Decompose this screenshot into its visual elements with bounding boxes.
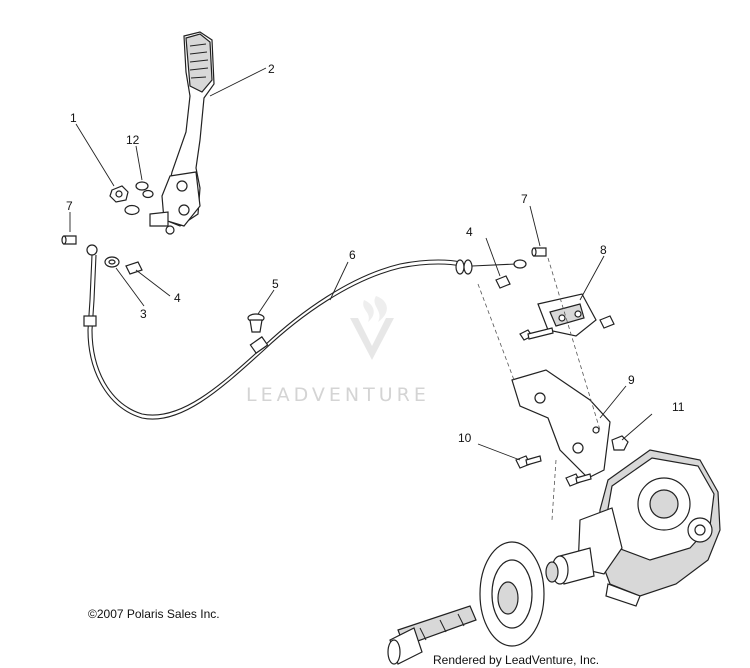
copyright-text: ©2007 Polaris Sales Inc. [88, 607, 220, 621]
callouts: 1 2 3 4 4 5 6 7 7 8 9 10 11 12 [66, 62, 685, 445]
callout-8: 8 [600, 243, 607, 257]
callout-6: 6 [349, 248, 356, 262]
pin-left [61, 235, 77, 245]
brake-disc-driveshaft [387, 541, 545, 665]
watermark: LEADVENTURE [246, 296, 430, 406]
bolt-10 [515, 455, 542, 469]
callout-5: 5 [272, 277, 279, 291]
callout-7-right: 7 [521, 192, 528, 206]
callout-4-left: 4 [174, 291, 181, 305]
callout-12: 12 [126, 133, 140, 147]
callout-3: 3 [140, 307, 147, 321]
clip-right [495, 275, 511, 289]
leadventure-logo-icon [350, 296, 394, 360]
bracket [537, 293, 615, 337]
callout-10: 10 [458, 431, 472, 445]
callout-11: 11 [672, 400, 685, 414]
callout-2: 2 [268, 62, 275, 76]
gearcase [545, 449, 721, 607]
callout-4-right: 4 [466, 225, 473, 239]
bolt-lower [565, 473, 592, 487]
pin-right [531, 247, 547, 257]
watermark-text: LEADVENTURE [246, 384, 430, 406]
callout-9: 9 [628, 373, 635, 387]
brake-cable [83, 244, 527, 420]
bolt-upper [519, 327, 554, 341]
mount-plate [477, 257, 611, 521]
callout-1: 1 [70, 111, 77, 125]
nut-11 [611, 435, 629, 451]
washer-and-clip-left [104, 256, 143, 275]
push-rivet [247, 313, 265, 333]
callout-7-left: 7 [66, 199, 73, 213]
pedal-assembly [149, 31, 215, 235]
rendered-by-text: Rendered by LeadVenture, Inc. [433, 653, 600, 667]
leader-lines [69, 67, 653, 461]
nut-and-washers [109, 181, 154, 216]
